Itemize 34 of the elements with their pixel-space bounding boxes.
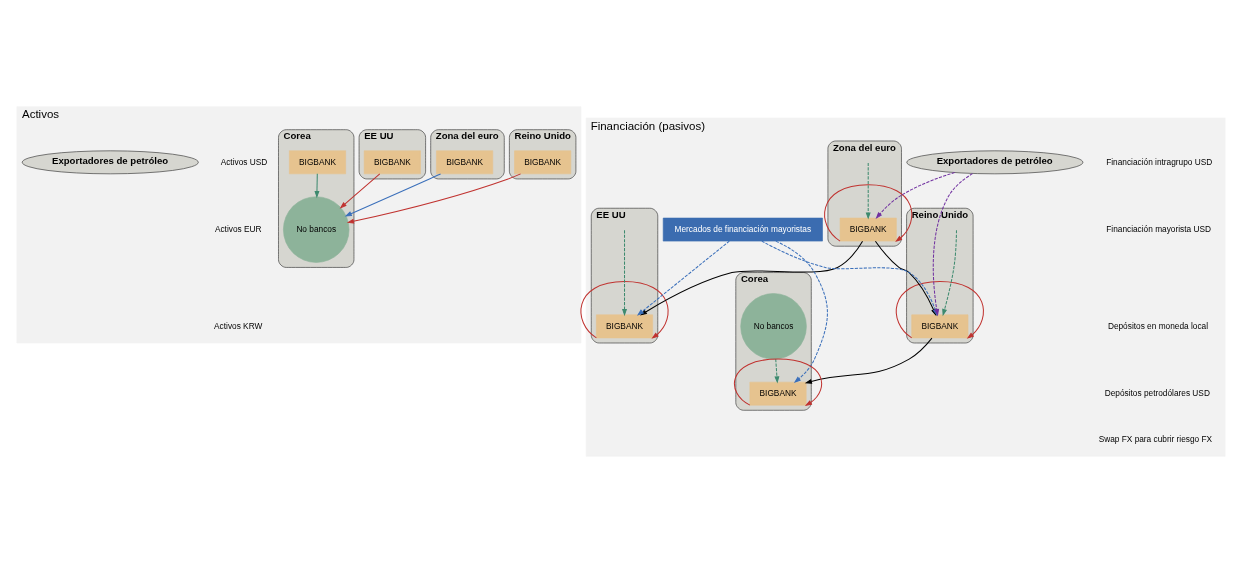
- node-box: BIGBANK: [363, 150, 421, 174]
- node-box: BIGBANK: [596, 314, 653, 338]
- legend-label: Activos KRW: [214, 320, 263, 331]
- legend-label: Depósitos petrodólares USD: [1104, 387, 1210, 398]
- arrow: [774, 358, 780, 384]
- arrow: [865, 162, 871, 220]
- legend-label: Financiación mayorista USD: [1106, 223, 1211, 234]
- arrow: [942, 229, 957, 316]
- node-circle: No bancos: [740, 292, 807, 360]
- node-ellipse: Exportadores de petróleo: [906, 150, 1084, 174]
- node-box: BIGBANK: [289, 150, 346, 174]
- legend-label: Activos USD: [220, 156, 268, 166]
- arrow: [895, 280, 984, 339]
- arrow: [804, 337, 933, 384]
- arrow: [580, 280, 669, 339]
- node-box: BIGBANK: [839, 217, 897, 241]
- arrow: [775, 240, 828, 383]
- node-box: BIGBANK: [436, 150, 494, 174]
- node-box: BIGBANK: [749, 381, 807, 405]
- arrow: [314, 172, 320, 198]
- arrow: [875, 171, 956, 219]
- legend-label: Activos EUR: [214, 223, 262, 234]
- node-box: Mercados de financiación mayoristas: [662, 217, 823, 241]
- arrow: [622, 229, 628, 316]
- legend-label: Financiación intragrupo USD: [1106, 156, 1213, 166]
- legend-label: Swap FX para cubrir riesgo FX: [1098, 433, 1213, 444]
- arrow: [339, 172, 381, 209]
- node-box: BIGBANK: [911, 314, 969, 338]
- node-box: BIGBANK: [514, 150, 572, 174]
- legend-label: Depósitos en moneda local: [1107, 320, 1208, 331]
- node-ellipse: Exportadores de petróleo: [21, 150, 199, 174]
- arrow: [344, 172, 442, 216]
- arrow: [346, 172, 522, 224]
- arrow: [824, 183, 913, 242]
